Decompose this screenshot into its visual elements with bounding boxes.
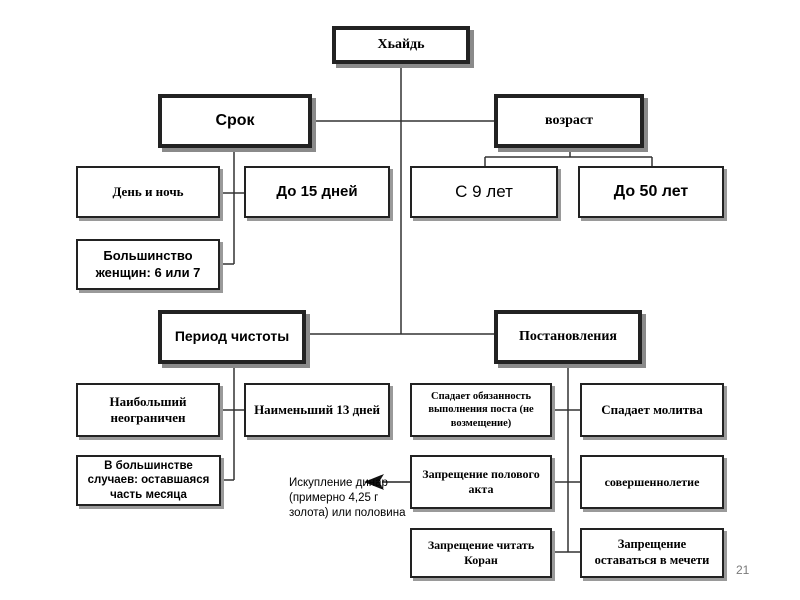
age-from-label: С 9 лет [455, 182, 513, 202]
age-label: возраст [545, 113, 593, 129]
term-label: Срок [215, 112, 255, 129]
age-to-label: До 50 лет [613, 183, 689, 200]
rulings-majority-label: совершеннолетие [604, 474, 700, 489]
purity-node: Период чистоты [158, 310, 306, 364]
purity-typical-label: В большинстве случаев: оставшаяся часть … [87, 459, 210, 501]
root-node: Хьайдь [332, 26, 470, 64]
purity-max-label: Наибольший неограничен [109, 393, 187, 425]
age-from-box: С 9 лет [410, 166, 558, 218]
purity-max-box: Наибольший неограничен [76, 383, 220, 437]
rulings-mosque-box: Запрещение оставаться в мечети [580, 528, 724, 578]
expiation-note: Искупление динар (примерно 4,25 г золота… [289, 477, 406, 519]
term-max-box: До 15 дней [244, 166, 390, 218]
purity-label: Период чистоты [174, 328, 290, 345]
term-min-label: День и ночь [112, 183, 184, 199]
term-node: Срок [158, 94, 312, 148]
purity-min-label: Наименьший 13 дней [254, 401, 380, 417]
rulings-majority-box: совершеннолетие [580, 455, 724, 509]
rulings-prayer-box: Спадает молитва [580, 383, 724, 437]
rulings-prayer-label: Спадает молитва [601, 401, 703, 417]
rulings-node: Постановления [494, 310, 642, 364]
rulings-mosque-label: Запрещение оставаться в мечети [594, 537, 710, 567]
rulings-intercourse-label: Запрещение полового акта [422, 467, 540, 496]
rulings-fasting-label: Спадает обязанность выполнения поста (не… [428, 391, 534, 429]
root-label: Хьайдь [377, 37, 425, 53]
age-node: возраст [494, 94, 644, 148]
page-number: 21 [736, 563, 750, 577]
term-typical-box: Большинство женщин: 6 или 7 [76, 239, 220, 290]
rulings-label: Постановления [518, 329, 618, 345]
purity-min-box: Наименьший 13 дней [244, 383, 390, 437]
rulings-intercourse-box: Запрещение полового акта [410, 455, 552, 509]
term-typical-label: Большинство женщин: 6 или 7 [95, 248, 201, 280]
purity-typical-box: В большинстве случаев: оставшаяся часть … [76, 455, 221, 506]
rulings-quran-box: Запрещение читать Коран [410, 528, 552, 578]
rulings-fasting-box: Спадает обязанность выполнения поста (не… [410, 383, 552, 437]
term-max-label: До 15 дней [276, 182, 358, 200]
term-min-box: День и ночь [76, 166, 220, 218]
age-to-box: До 50 лет [578, 166, 724, 218]
rulings-quran-label: Запрещение читать Коран [427, 538, 535, 567]
